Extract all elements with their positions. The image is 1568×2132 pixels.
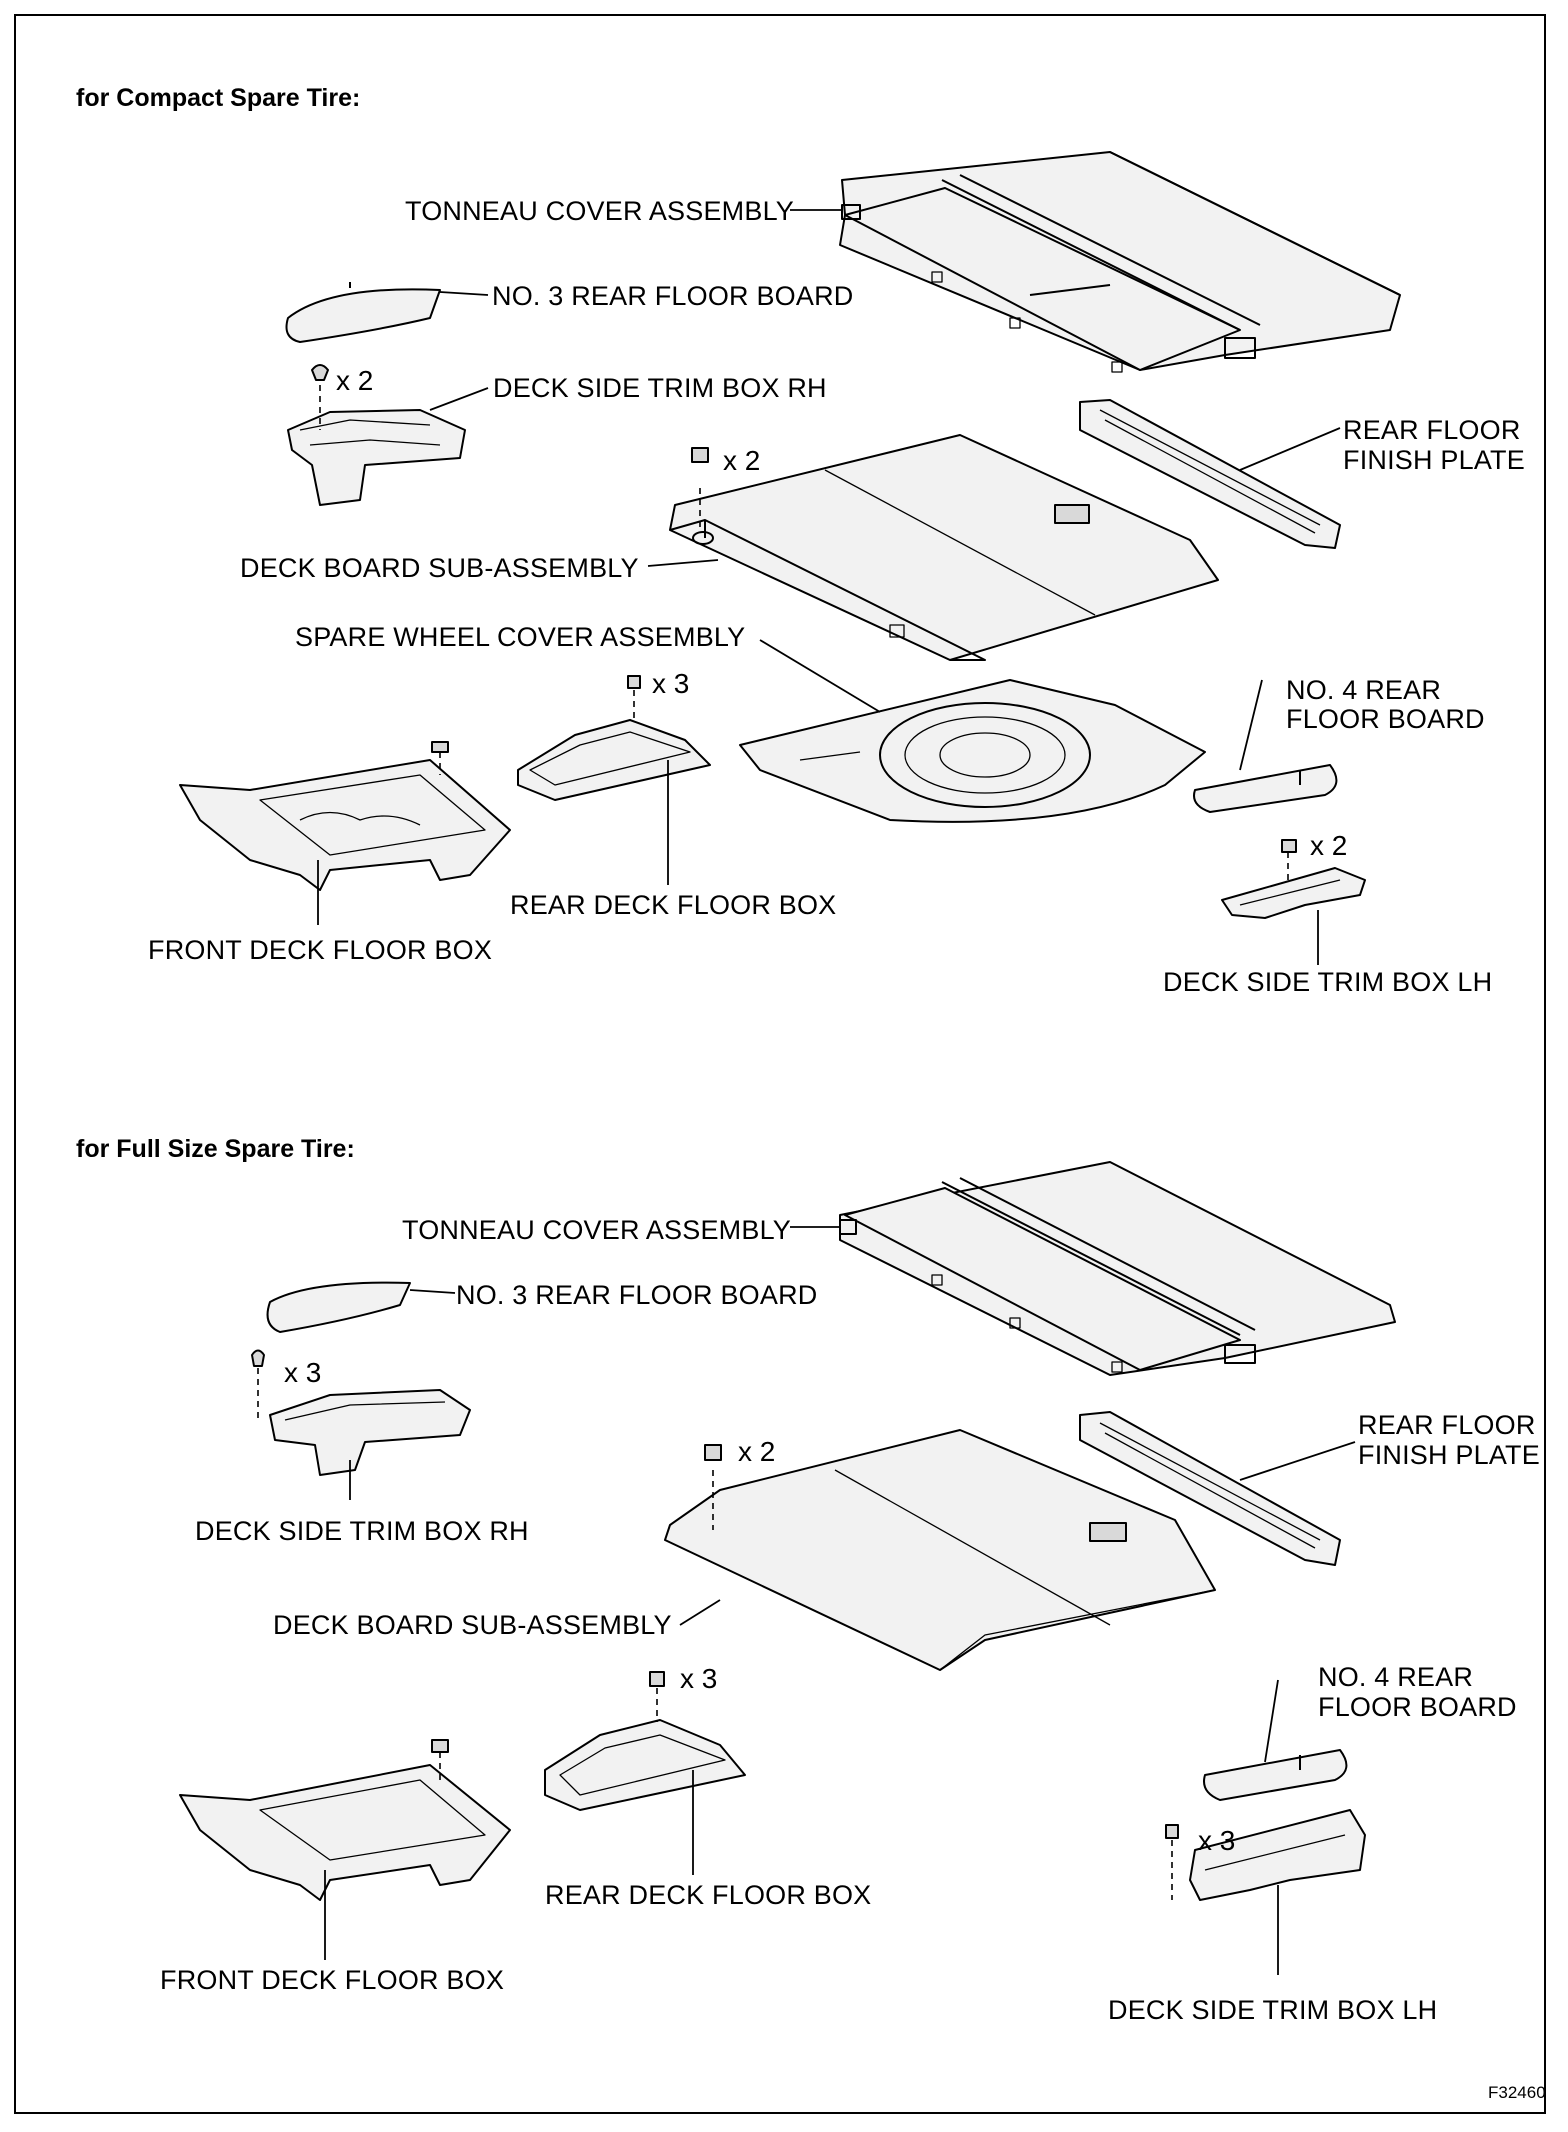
no4-floor-board-bottom xyxy=(1203,1679,1348,1801)
label-deck-side-trim-box-lh: DECK SIDE TRIM BOX LH xyxy=(1163,967,1493,997)
section-heading-full-size: for Full Size Spare Tire: xyxy=(76,1135,355,1163)
label-deck-board-sub-assembly: DECK BOARD SUB-ASSEMBLY xyxy=(273,1610,672,1640)
rear-deck-floor-box-bottom xyxy=(544,1671,746,1875)
tonneau-cover-top xyxy=(790,151,1401,373)
qty-side-lh-clips: x 2 xyxy=(1310,830,1348,861)
qty-side-rh-clips: x 2 xyxy=(336,365,374,396)
label-no3-rear-floor-board: NO. 3 REAR FLOOR BOARD xyxy=(492,281,854,311)
label-rear-deck-floor-box: REAR DECK FLOOR BOX xyxy=(545,1880,872,1910)
deck-side-trim-box-rh-top xyxy=(287,364,489,506)
section-heading-compact: for Compact Spare Tire: xyxy=(76,84,361,112)
deck-side-trim-box-rh-bottom xyxy=(251,1349,471,1500)
rear-floor-finish-plate-bottom xyxy=(1079,1411,1356,1566)
label-deck-side-trim-box-rh: DECK SIDE TRIM BOX RH xyxy=(195,1516,529,1546)
label-tonneau-cover: TONNEAU COVER ASSEMBLY xyxy=(402,1215,792,1245)
rear-deck-floor-box-top xyxy=(517,675,711,885)
label-no3-rear-floor-board: NO. 3 REAR FLOOR BOARD xyxy=(456,1280,818,1310)
qty-deck-board-bolts: x 2 xyxy=(738,1436,776,1467)
label-no4-rear-floor-board-line2: FLOOR BOARD xyxy=(1286,704,1485,734)
label-no4-rear-floor-board-line1: NO. 4 REAR xyxy=(1318,1662,1474,1692)
label-front-deck-floor-box: FRONT DECK FLOOR BOX xyxy=(148,935,493,965)
deck-side-trim-box-lh-bottom xyxy=(1165,1809,1366,1975)
label-spare-wheel-cover: SPARE WHEEL COVER ASSEMBLY xyxy=(295,622,746,652)
label-front-deck-floor-box: FRONT DECK FLOOR BOX xyxy=(160,1965,505,1995)
front-deck-floor-box-top xyxy=(179,741,511,925)
qty-deck-board-bolts: x 2 xyxy=(723,445,761,476)
deck-board-bottom xyxy=(664,1429,1216,1671)
label-rear-deck-floor-box: REAR DECK FLOOR BOX xyxy=(510,890,837,920)
front-deck-floor-box-bottom xyxy=(179,1739,511,1960)
tonneau-cover-bottom xyxy=(790,1161,1396,1376)
label-rear-floor-finish-plate-line1: REAR FLOOR xyxy=(1358,1410,1536,1440)
label-rear-floor-finish-plate-line2: FINISH PLATE xyxy=(1358,1440,1540,1470)
no4-floor-board-top xyxy=(1193,679,1338,813)
label-deck-side-trim-box-rh: DECK SIDE TRIM BOX RH xyxy=(493,373,827,403)
spare-wheel-cover-top xyxy=(739,639,1206,823)
deck-board-top xyxy=(647,434,1219,661)
rear-floor-finish-plate-top xyxy=(1079,399,1341,549)
diagram-frame xyxy=(14,14,1546,2114)
qty-side-rh-clips: x 3 xyxy=(284,1357,322,1388)
qty-rear-box-clips: x 3 xyxy=(652,668,690,699)
figure-id: F32460 xyxy=(1488,2083,1546,2102)
label-deck-board-sub-assembly: DECK BOARD SUB-ASSEMBLY xyxy=(240,553,639,583)
label-no4-rear-floor-board-line2: FLOOR BOARD xyxy=(1318,1692,1517,1722)
no3-floor-board-top xyxy=(285,282,489,343)
deck-side-trim-box-lh-top xyxy=(1221,839,1366,965)
no3-floor-board-bottom xyxy=(266,1281,456,1333)
label-tonneau-cover: TONNEAU COVER ASSEMBLY xyxy=(405,196,795,226)
label-deck-side-trim-box-lh: DECK SIDE TRIM BOX LH xyxy=(1108,1995,1438,2025)
label-no4-rear-floor-board-line1: NO. 4 REAR xyxy=(1286,675,1442,705)
qty-rear-box-clips: x 3 xyxy=(680,1663,718,1694)
qty-side-lh-clips: x 3 xyxy=(1198,1825,1236,1856)
label-rear-floor-finish-plate-line1: REAR FLOOR xyxy=(1343,415,1521,445)
label-rear-floor-finish-plate-line2: FINISH PLATE xyxy=(1343,445,1525,475)
